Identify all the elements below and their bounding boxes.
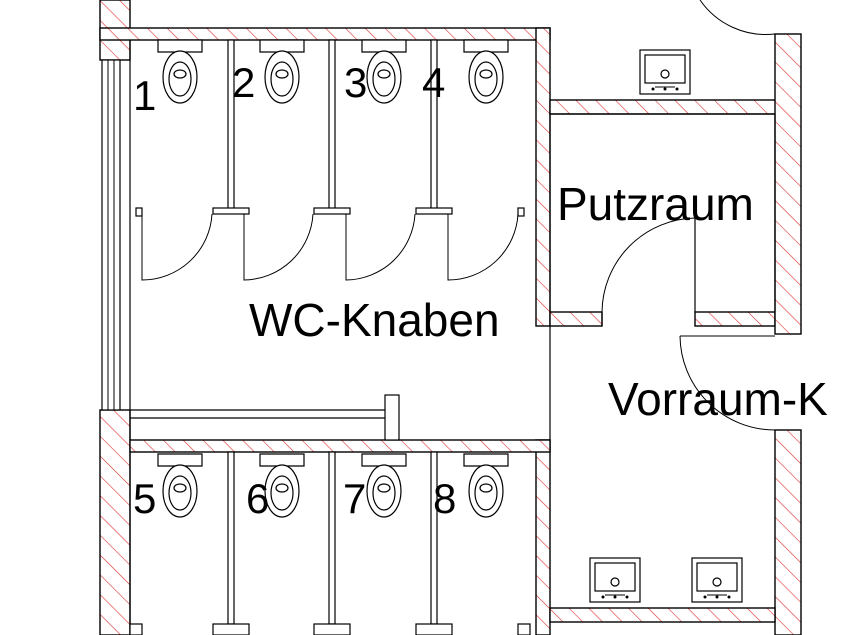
toilet-icon (157, 453, 203, 518)
wall-right-lower (774, 429, 802, 635)
stall-number-6: 6 (246, 475, 269, 522)
washbasin-icon (589, 557, 641, 603)
stall-number-3: 3 (344, 59, 367, 106)
wall-putz-top (549, 99, 801, 115)
toilet-icon (463, 453, 509, 518)
wall-putz-bottom-left (549, 311, 603, 327)
wall-left-lower (99, 409, 131, 635)
window-left (101, 59, 121, 411)
wall-wc-right-upper (535, 27, 551, 327)
stall-numbers-bottom: 5 6 7 8 (133, 475, 456, 522)
stall-number-4: 4 (422, 59, 445, 106)
door-swing-putzraum (601, 217, 696, 313)
room-label-putzraum: Putzraum (557, 178, 754, 230)
stall-number-5: 5 (133, 475, 156, 522)
toilet-icon (463, 39, 509, 104)
stall-number-7: 7 (343, 475, 366, 522)
wall-right-upper (774, 33, 802, 335)
toilet-icon (157, 39, 203, 104)
stall-number-8: 8 (433, 475, 456, 522)
room-label-wc: WC-Knaben (249, 294, 500, 346)
wall-vorraum-bottom (549, 607, 776, 623)
room-label-vorraum: Vorraum-K (608, 373, 828, 425)
stall-numbers-top: 1 2 3 4 (133, 59, 445, 119)
wall-top-wc (99, 27, 551, 41)
toilet-icon (361, 453, 407, 518)
wall-wc-right-lower (535, 439, 551, 635)
door-swings-top (141, 213, 519, 281)
stall-partitions-top (135, 39, 525, 217)
toilet-icon (259, 39, 305, 104)
door-swing-top-right (699, 0, 776, 36)
door-swing-vorraum (679, 335, 776, 431)
stall-partitions-bottom (129, 451, 531, 635)
wall-putz-bottom-right (694, 311, 776, 327)
stall-number-2: 2 (232, 59, 255, 106)
stall-number-1: 1 (133, 72, 156, 119)
washbasin-icon (639, 49, 691, 95)
toilet-icon (361, 39, 407, 104)
walls (99, 0, 802, 635)
washbasin-icon (691, 557, 743, 603)
wall-middle (129, 439, 551, 453)
wc-outline (129, 40, 400, 441)
